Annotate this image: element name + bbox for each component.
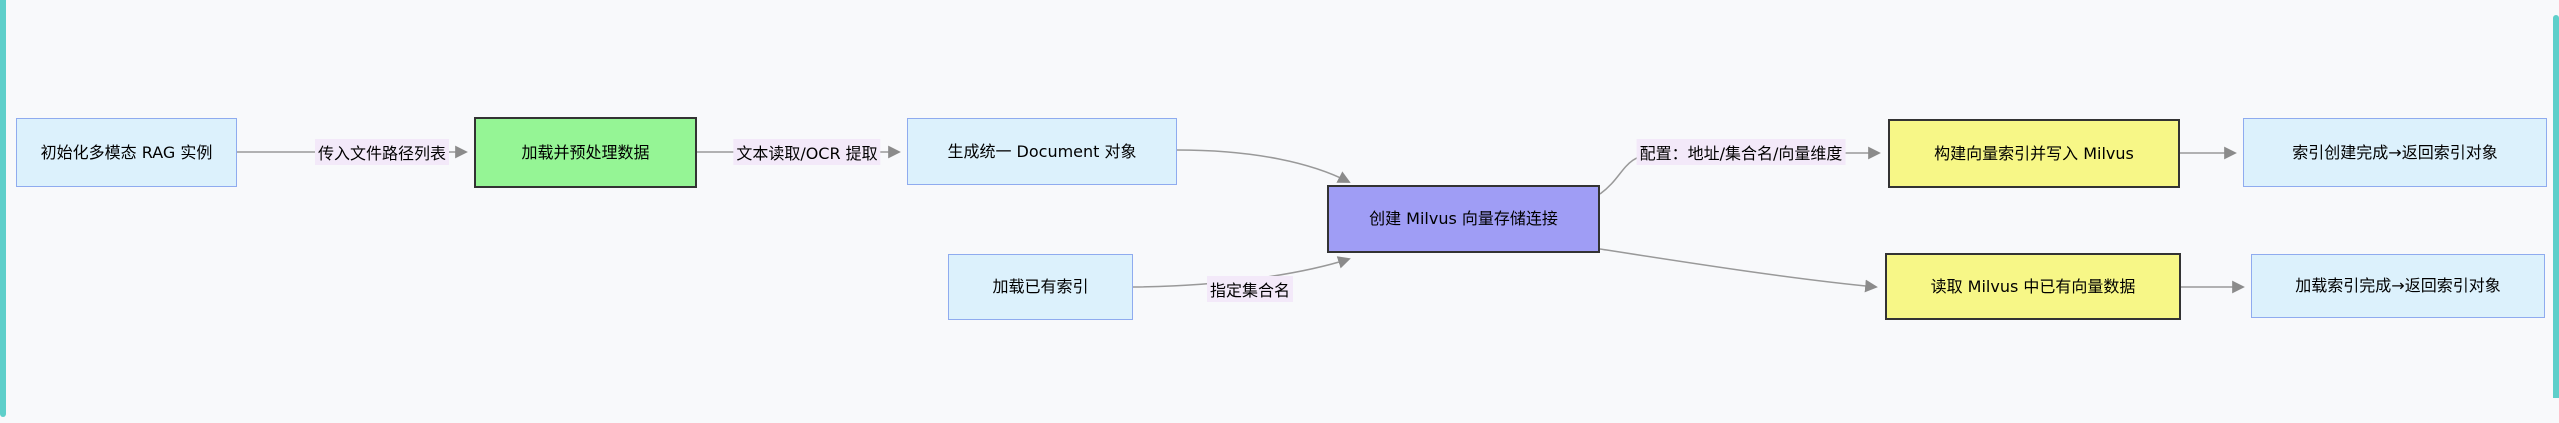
edge-label-pass-file-paths: 传入文件路径列表: [314, 139, 450, 165]
edge-label-specify-collection: 指定集合名: [1206, 276, 1294, 302]
node-read-milvus-vectors: 读取 Milvus 中已有向量数据: [1885, 253, 2181, 320]
edge-d-to-h: [1599, 248, 1878, 293]
node-index-loaded-return: 加载索引完成→返回索引对象: [2251, 254, 2545, 318]
edge-label-config-address-dim: 配置：地址/集合名/向量维度: [1636, 139, 1846, 165]
left-accent-bar: [0, 0, 6, 417]
right-accent-bar: [2553, 15, 2559, 398]
node-generate-document: 生成统一 Document 对象: [907, 118, 1177, 185]
node-build-vector-index: 构建向量索引并写入 Milvus: [1888, 119, 2180, 188]
node-load-preprocess-data: 加载并预处理数据: [474, 117, 697, 188]
node-index-created-return: 索引创建完成→返回索引对象: [2243, 118, 2547, 187]
node-init-rag-instance: 初始化多模态 RAG 实例: [16, 118, 237, 187]
edge-label-text-ocr-extract: 文本读取/OCR 提取: [733, 139, 881, 165]
edge-c-to-d: [1176, 149, 1351, 183]
node-create-milvus-connection: 创建 Milvus 向量存储连接: [1327, 185, 1600, 253]
node-load-existing-index: 加载已有索引: [948, 254, 1133, 320]
